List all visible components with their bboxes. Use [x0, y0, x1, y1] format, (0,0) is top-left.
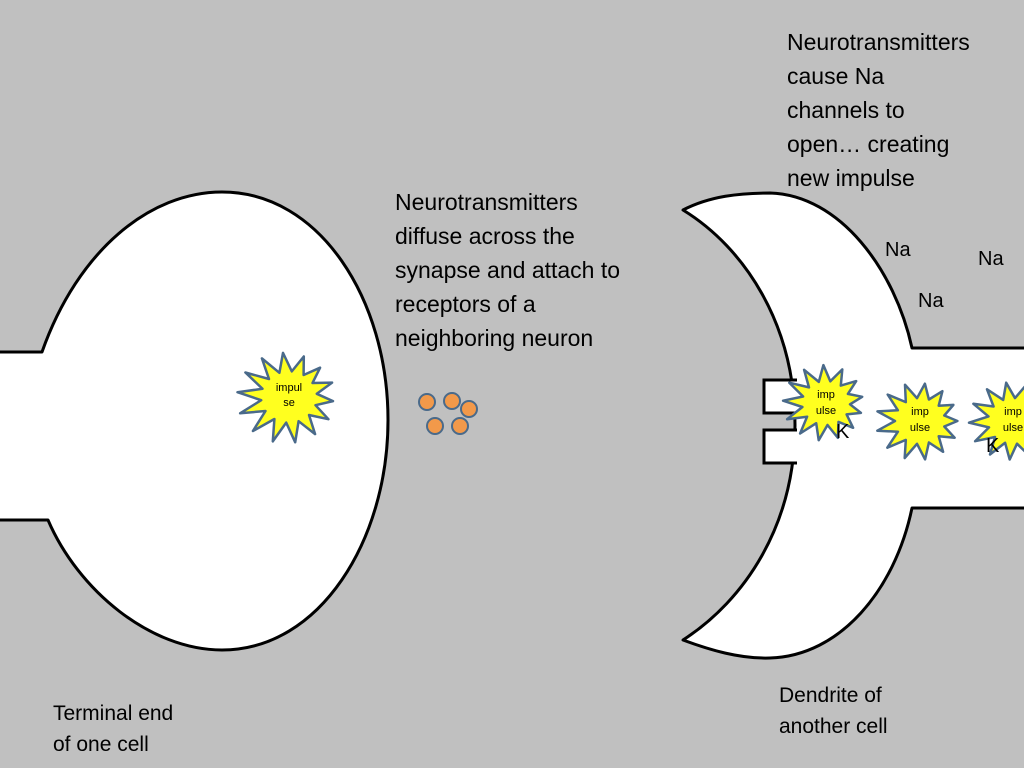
- impulse-label-dendrite-1-line2: ulse: [816, 405, 836, 417]
- impulse-label-dendrite-2-line1: imp: [911, 406, 929, 418]
- ion-label-k: K: [836, 421, 850, 443]
- impulse-starburst-dendrite-3: [967, 381, 1024, 461]
- impulse-label-dendrite-2-line2: ulse: [910, 422, 930, 434]
- impulse-label-dendrite-3-line2: ulse: [1003, 422, 1023, 434]
- ion-label-na: Na: [918, 290, 944, 312]
- impulse-layer: [236, 351, 1024, 461]
- neurotransmitter-group: [418, 392, 478, 435]
- caption-diffuse: Neurotransmitters diffuse across the syn…: [395, 189, 621, 351]
- ion-label-k: K: [986, 435, 1000, 457]
- neurotransmitter: [451, 417, 469, 435]
- ion-label-na: Na: [978, 248, 1004, 270]
- impulse-label-terminal-line1: impul: [276, 382, 302, 394]
- neurotransmitter: [426, 417, 444, 435]
- caption-terminal: Terminal end of one cell: [53, 702, 174, 756]
- impulse-starburst-dendrite-2: [876, 382, 959, 461]
- impulse-starburst-terminal: [236, 351, 335, 444]
- caption-channels-open: Neurotransmitters cause Na channels to o…: [787, 29, 970, 191]
- receptor-site-lower: [762, 428, 797, 465]
- terminal-cell-shape: [0, 190, 390, 652]
- ion-label-na: Na: [885, 239, 911, 261]
- impulse-label-terminal-line2: se: [283, 397, 295, 409]
- caption-dendrite: Dendrite of another cell: [779, 684, 888, 738]
- dendrite-cell-shape: [681, 191, 1024, 660]
- neurotransmitter: [418, 393, 436, 411]
- receptor-site-upper: [762, 378, 797, 415]
- neurotransmitter: [443, 392, 461, 410]
- impulse-label-dendrite-3-line1: imp: [1004, 406, 1022, 418]
- impulse-starburst-dendrite-1: [781, 363, 864, 442]
- impulse-label-dendrite-1-line1: imp: [817, 389, 835, 401]
- neurotransmitter: [460, 400, 478, 418]
